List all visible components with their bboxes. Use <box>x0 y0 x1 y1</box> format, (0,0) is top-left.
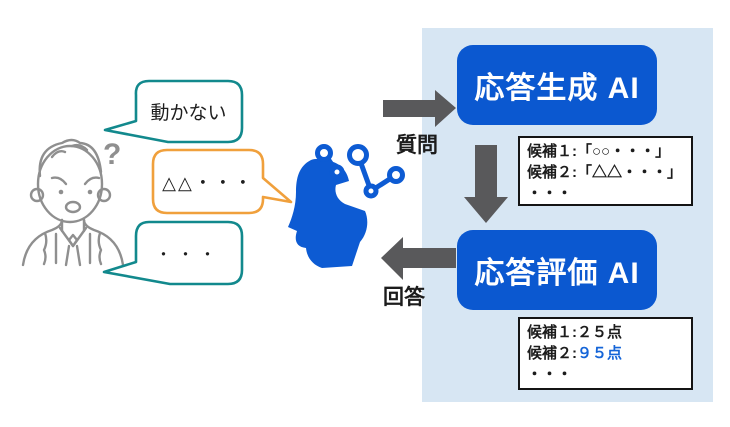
speech-bubble-3-shape <box>102 220 244 286</box>
candidates-line-2: 候補２:「△△・・・」 <box>527 164 682 181</box>
scores-box: 候補１:２５点 候補２:９５点 ・・・ <box>518 317 693 390</box>
candidates-line-1: 候補１:「○○・・・」 <box>527 143 671 160</box>
question-arrow-label: 質問 <box>396 134 438 157</box>
candidates-box: 候補１:「○○・・・」 候補２:「△△・・・」 ・・・ <box>518 136 693 206</box>
evaluation-ai-node: 応答評価 AI <box>457 230 657 310</box>
speech-bubble-1-shape <box>103 79 244 144</box>
answer-arrow-label: 回答 <box>383 286 425 309</box>
generation-ai-node: 応答生成 AI <box>457 45 657 125</box>
question-mark: ? <box>103 138 122 171</box>
speech-bubble-2-shape <box>151 148 293 215</box>
ai-head-icon <box>288 144 405 268</box>
speech-bubble-3-text: ・・・ <box>155 247 222 264</box>
scores-line-1: 候補１:２５点 <box>527 324 622 341</box>
speech-bubble-1-text: 動かない <box>150 103 227 124</box>
scores-line-2-highlight: ９５点 <box>577 345 623 362</box>
scores-line-3: ・・・ <box>527 366 573 383</box>
question-arrow <box>383 90 456 127</box>
candidates-line-3: ・・・ <box>527 185 573 202</box>
scores-line-2: 候補２:９５点 <box>527 343 684 364</box>
flow-down-arrow <box>464 145 508 223</box>
answer-arrow <box>381 237 456 280</box>
speech-bubble-2-text: △△・・・ <box>162 172 254 193</box>
scores-line-2-prefix: 候補２: <box>527 345 577 362</box>
person-icon <box>21 138 125 267</box>
